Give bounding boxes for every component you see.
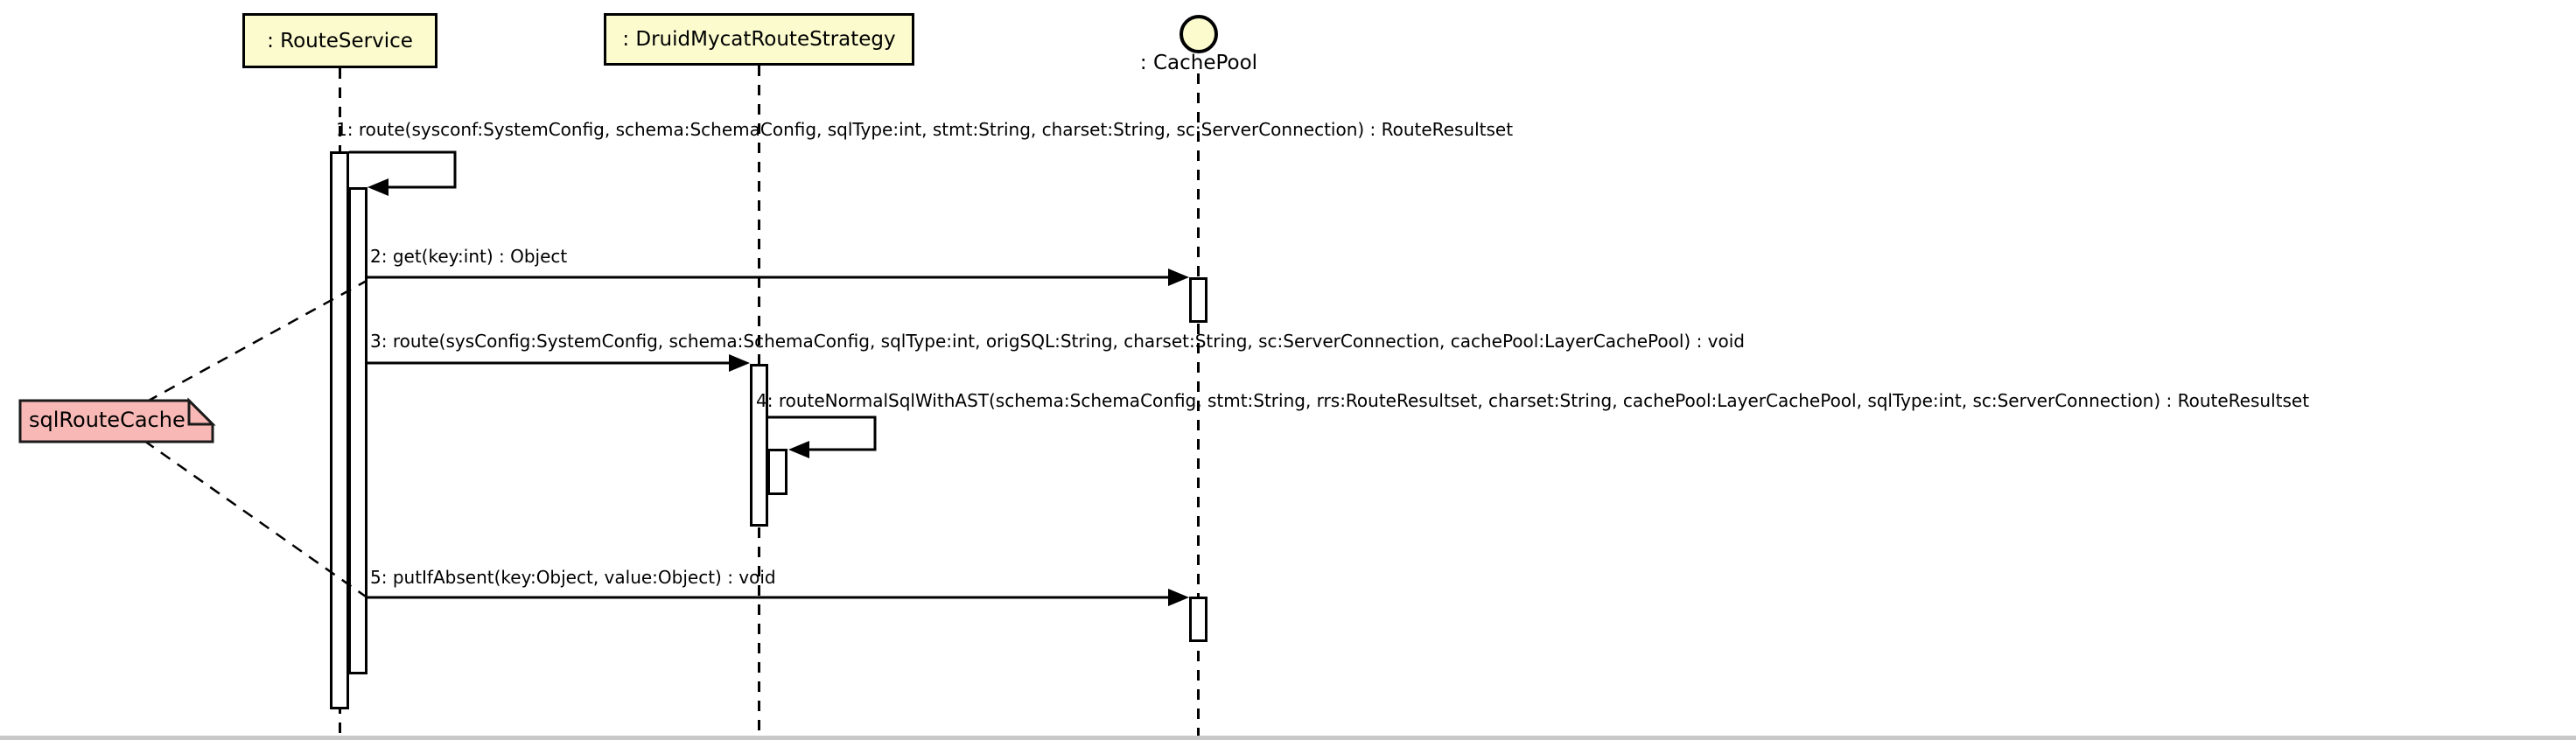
activation-druid-strategy-outer <box>750 364 768 527</box>
message-1-line <box>349 150 457 189</box>
canvas-bottom-edge <box>0 736 2576 740</box>
activation-cache-pool-get <box>1189 277 1208 323</box>
participant-cache-pool-label: : CachePool <box>1139 52 1258 74</box>
participant-route-service-label: : RouteService <box>267 29 413 52</box>
message-4-line <box>768 415 877 451</box>
activation-route-service-nested <box>348 187 368 674</box>
message-3-label: 3: route(sysConfig:SystemConfig, schema:… <box>370 331 1745 352</box>
message-2-label: 2: get(key:int) : Object <box>370 246 568 267</box>
participant-druid-mycat-route-strategy[interactable]: : DruidMycatRouteStrategy <box>604 13 914 66</box>
note-body <box>18 399 214 443</box>
note-label: sqlRouteCache <box>29 408 186 432</box>
note-sql-route-cache[interactable] <box>18 397 216 443</box>
note-anchor-line-to-message-5 <box>144 439 367 598</box>
message-3-arrowhead-icon <box>729 354 750 372</box>
activation-cache-pool-put <box>1189 597 1208 642</box>
participant-druid-strategy-label: : DruidMycatRouteStrategy <box>622 28 896 51</box>
activation-druid-strategy-nested <box>767 449 788 495</box>
message-4-label: 4: routeNormalSqlWithAST(schema:SchemaCo… <box>756 390 2310 411</box>
participant-route-service[interactable]: : RouteService <box>242 13 438 68</box>
note-anchor-line-to-message-2 <box>146 279 368 403</box>
message-5-arrowhead-icon <box>1168 589 1189 606</box>
message-2-arrowhead-icon <box>1168 269 1189 286</box>
activation-route-service-outer <box>330 151 349 709</box>
message-5-label: 5: putIfAbsent(key:Object, value:Object)… <box>370 567 776 588</box>
message-1-arrowhead-icon <box>368 178 388 196</box>
note-fold-corner-icon <box>187 397 216 426</box>
message-4-arrowhead-icon <box>788 441 809 458</box>
entity-circle-icon[interactable] <box>1180 15 1218 53</box>
message-1-label: 1: route(sysconf:SystemConfig, schema:Sc… <box>336 119 1514 140</box>
